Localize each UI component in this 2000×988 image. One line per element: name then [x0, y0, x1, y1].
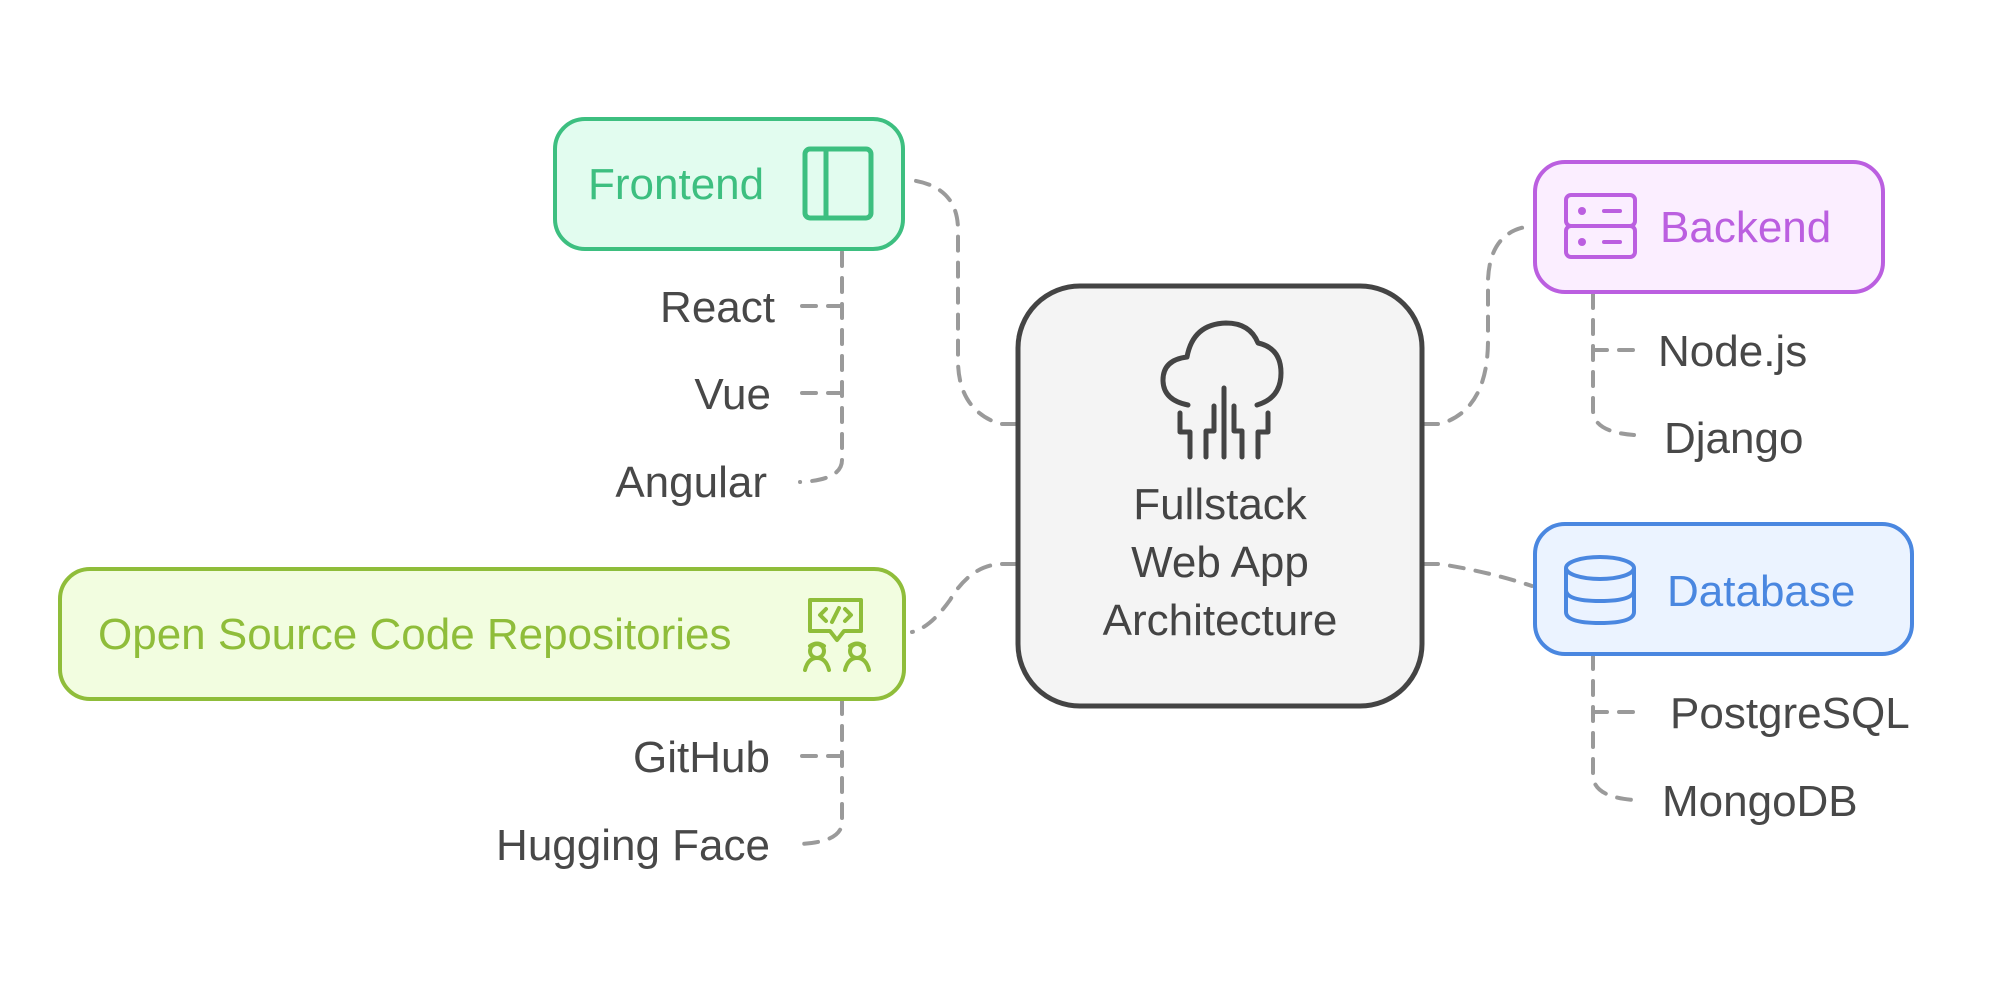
frontend-label: Frontend [588, 160, 764, 209]
branch-backend[interactable]: Backend [1533, 160, 1885, 294]
leaf-django: Django [1664, 414, 1803, 463]
center-node[interactable]: Fullstack Web App Architecture [1015, 283, 1425, 709]
backend-label: Backend [1660, 203, 1831, 252]
sidebar-layout-icon [802, 146, 874, 221]
connector-center-open-source [910, 562, 1018, 634]
center-title-line-1: Fullstack [1133, 480, 1308, 529]
connector-center-frontend [908, 178, 1018, 426]
leaf-hugging-face: Hugging Face [496, 821, 770, 870]
server-led-2 [1578, 238, 1586, 246]
connector-center-backend [1422, 224, 1534, 426]
code-collaboration-icon [803, 598, 871, 672]
leaf-react: React [660, 283, 775, 332]
open-source-label: Open Source Code Repositories [98, 610, 731, 659]
database-icon [1564, 555, 1636, 626]
branch-frontend[interactable]: Frontend [553, 117, 905, 251]
cloud-circuit-icon [1160, 320, 1284, 460]
leaf-nodejs: Node.js [1658, 327, 1807, 376]
connector-center-database [1422, 562, 1534, 588]
center-node-box [1015, 283, 1425, 709]
connector-backend-tree [1591, 292, 1636, 437]
connector-open-source-tree [798, 698, 844, 846]
server-icon [1564, 193, 1637, 259]
center-title-line-3: Architecture [1103, 596, 1338, 645]
database-label: Database [1667, 567, 1855, 616]
center-title-line-2: Web App [1131, 538, 1309, 587]
leaf-vue: Vue [694, 370, 771, 419]
leaf-github: GitHub [633, 733, 770, 782]
branch-database[interactable]: Database [1533, 522, 1914, 656]
connector-database-tree [1591, 653, 1636, 802]
leaf-postgresql: PostgreSQL [1670, 689, 1910, 738]
open-source-box [58, 567, 906, 701]
leaf-mongodb: MongoDB [1662, 777, 1858, 826]
connector-frontend-tree [798, 250, 844, 484]
branch-open-source[interactable]: Open Source Code Repositories [58, 567, 906, 701]
leaf-angular: Angular [615, 458, 767, 507]
database-box [1533, 522, 1914, 656]
server-led-1 [1578, 207, 1586, 215]
